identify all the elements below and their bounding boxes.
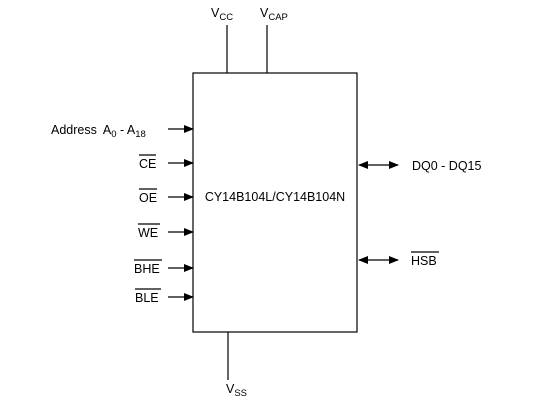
ble-label: BLE bbox=[135, 291, 159, 305]
hsb-label: HSB bbox=[411, 254, 437, 268]
chip-body bbox=[192, 72, 358, 333]
vss-label: VSS bbox=[226, 382, 247, 399]
bhe-label: BHE bbox=[134, 262, 160, 276]
vcc-label: VCC bbox=[211, 6, 233, 23]
we-label: WE bbox=[138, 226, 158, 240]
oe-label: OE bbox=[139, 191, 157, 205]
chip-name: CY14B104L/CY14B104N bbox=[205, 190, 345, 204]
vcap-label: VCAP bbox=[260, 6, 288, 23]
dq-label: DQ0 - DQ15 bbox=[412, 159, 482, 173]
ce-label: CE bbox=[139, 157, 156, 171]
